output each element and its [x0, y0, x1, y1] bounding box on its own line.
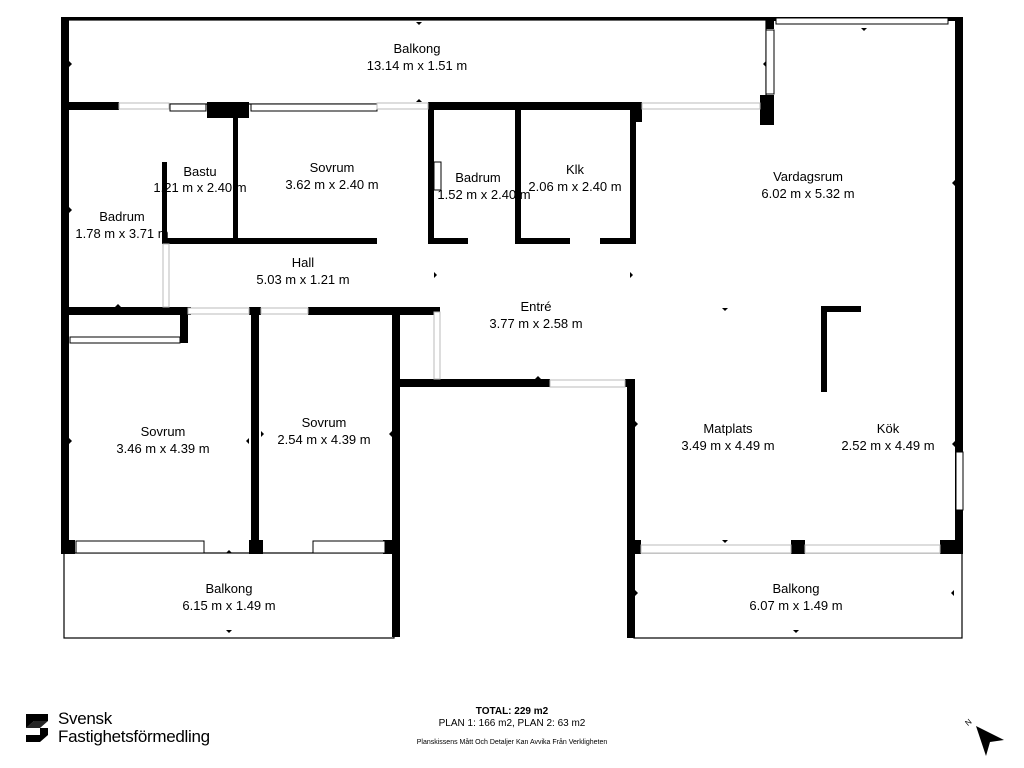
- room-labels: Balkong 13.14 m x 1.51 m Bastu 1.21 m x …: [75, 41, 934, 613]
- room-name-entre: Entré: [520, 299, 551, 314]
- room-name-balkong-right: Balkong: [773, 581, 820, 596]
- room-name-vardagsrum: Vardagsrum: [773, 169, 843, 184]
- openings: [118, 102, 941, 554]
- room-dims-sovrum-mid: 2.54 m x 4.39 m: [277, 432, 370, 447]
- room-dims-klk: 2.06 m x 2.40 m: [528, 179, 621, 194]
- room-dims-sovrum-top: 3.62 m x 2.40 m: [285, 177, 378, 192]
- compass-label: N: [963, 717, 973, 728]
- room-dims-badrum-mid: 1.52 m x 2.40 m: [437, 187, 530, 202]
- room-dims-badrum-left: 1.78 m x 3.71 m: [75, 226, 168, 241]
- plan-footer: TOTAL: 229 m2 PLAN 1: 166 m2, PLAN 2: 63…: [0, 706, 1024, 748]
- room-dims-bastu: 1.21 m x 2.40 m: [153, 180, 246, 195]
- room-name-badrum-mid: Badrum: [455, 170, 501, 185]
- room-dims-hall: 5.03 m x 1.21 m: [256, 272, 349, 287]
- dimension-ticks: [69, 22, 955, 633]
- room-dims-matplats: 3.49 m x 4.49 m: [681, 438, 774, 453]
- room-dims-balkong-right: 6.07 m x 1.49 m: [749, 598, 842, 613]
- sf-logo-icon: [26, 714, 48, 742]
- room-name-hall: Hall: [292, 255, 315, 270]
- room-name-sovrum-top: Sovrum: [310, 160, 355, 175]
- room-dims-balkong-top: 13.14 m x 1.51 m: [367, 58, 467, 73]
- logo-wordmark: Svensk Fastighetsförmedling: [58, 710, 210, 746]
- room-name-balkong-top: Balkong: [394, 41, 441, 56]
- room-name-balkong-left: Balkong: [206, 581, 253, 596]
- logo-line-1: Svensk: [58, 709, 112, 728]
- room-name-sovrum-left: Sovrum: [141, 424, 186, 439]
- room-name-badrum-left: Badrum: [99, 209, 145, 224]
- north-arrow-icon: N: [963, 717, 1004, 756]
- room-dims-entre: 3.77 m x 2.58 m: [489, 316, 582, 331]
- room-dims-vardagsrum: 6.02 m x 5.32 m: [761, 186, 854, 201]
- room-dims-sovrum-left: 3.46 m x 4.39 m: [116, 441, 209, 456]
- disclaimer: Planskissens Mått Och Detaljer Kan Avvik…: [416, 739, 608, 746]
- room-name-klk: Klk: [566, 162, 585, 177]
- room-name-matplats: Matplats: [703, 421, 753, 436]
- room-name-kok: Kök: [877, 421, 900, 436]
- room-dims-kok: 2.52 m x 4.49 m: [841, 438, 934, 453]
- plan-areas: PLAN 1: 166 m2, PLAN 2: 63 m2: [438, 718, 586, 729]
- company-logo: Svensk Fastighetsförmedling: [22, 710, 210, 746]
- logo-line-2: Fastighetsförmedling: [58, 727, 210, 746]
- room-name-bastu: Bastu: [183, 164, 216, 179]
- windows: [69, 17, 964, 554]
- room-dims-balkong-left: 6.15 m x 1.49 m: [182, 598, 275, 613]
- room-name-sovrum-mid: Sovrum: [302, 415, 347, 430]
- total-area: TOTAL: 229 m2: [475, 706, 549, 717]
